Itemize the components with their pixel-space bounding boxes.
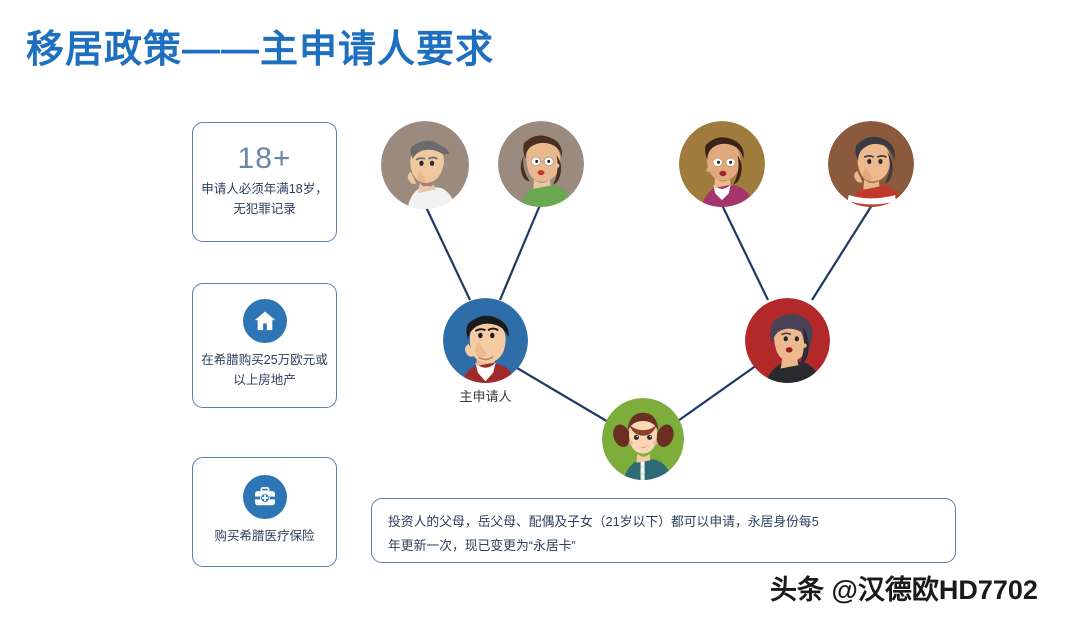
avatar-child[interactable] (602, 398, 684, 480)
main-applicant-label: 主申请人 (459, 389, 512, 404)
avatar-spouse-father[interactable] (828, 121, 914, 207)
avatar-spouse[interactable] (745, 298, 830, 383)
note-line-1: 投资人的父母，岳父母、配偶及子女（21岁以下）都可以申请，永居身份每5 (388, 514, 819, 529)
age-card-text: 申请人必须年满18岁，无犯罪记录 (201, 182, 328, 216)
avatar-main-applicant[interactable] (443, 298, 528, 383)
medical-kit-icon (242, 475, 287, 520)
requirement-card-age[interactable]: 18+ 申请人必须年满18岁，无犯罪记录 (192, 122, 337, 242)
avatar-applicant-father[interactable] (381, 121, 469, 209)
note-line-2: 年更新一次，现已变更为“永居卡” (388, 537, 576, 553)
insurance-card-text: 购买希腊医疗保险 (214, 529, 315, 544)
house-icon (242, 299, 287, 344)
requirement-card-property[interactable]: 在希腊购买25万欧元或以上房地产 (192, 283, 337, 408)
eligibility-note-box: 投资人的父母，岳父母、配偶及子女（21岁以下）都可以申请，永居身份每5 年更新一… (371, 498, 956, 563)
watermark-text: 头条 @汉德欧HD7702 (770, 575, 1038, 605)
avatar-applicant-mother[interactable] (498, 121, 584, 207)
age-badge: 18+ (237, 141, 292, 175)
page-title: 移居政策——主申请人要求 (26, 29, 495, 71)
requirement-card-insurance[interactable]: 购买希腊医疗保险 (192, 457, 337, 567)
property-card-text: 在希腊购买25万欧元或以上房地产 (201, 353, 328, 387)
avatar-spouse-mother[interactable] (679, 121, 765, 207)
